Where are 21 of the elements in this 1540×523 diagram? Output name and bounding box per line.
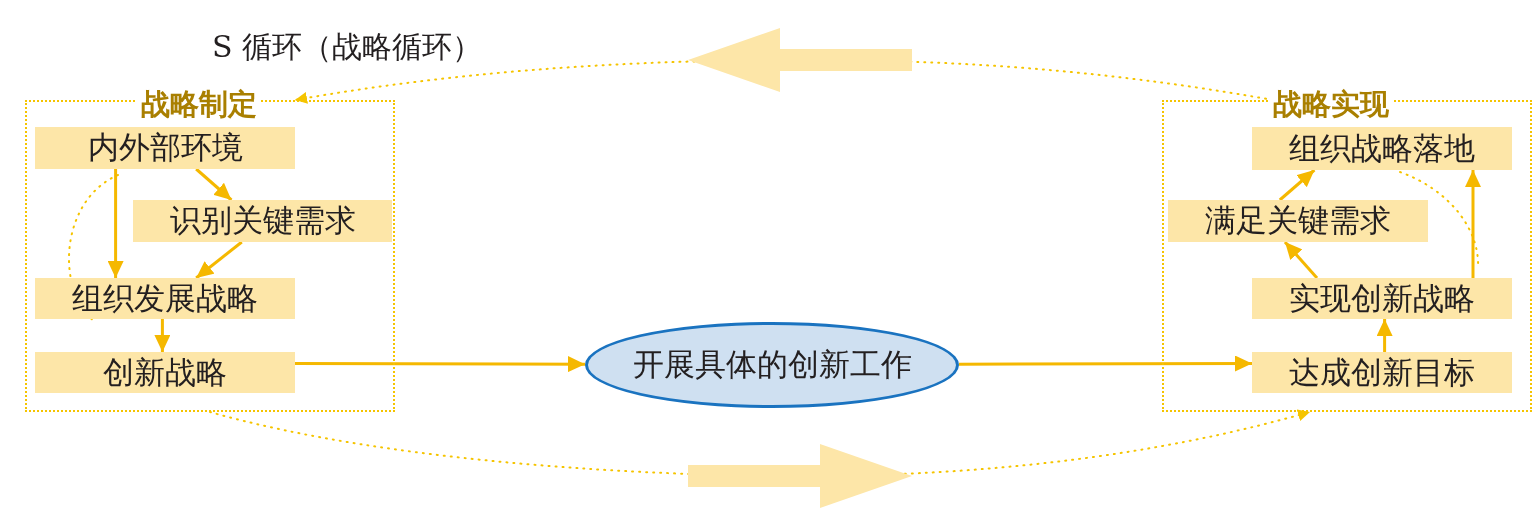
process-ellipse: 开展具体的创新工作 — [585, 322, 959, 408]
cycle-arrow — [209, 409, 1311, 508]
cycle-label: S 循环（战略循环） — [212, 28, 483, 66]
arrow — [1278, 168, 1316, 202]
arrow — [107, 169, 124, 278]
process-box: 达成创新目标 — [1252, 352, 1512, 393]
arrow — [195, 167, 233, 202]
process-box: 组织战略落地 — [1252, 127, 1512, 170]
process-box: 识别关键需求 — [133, 200, 392, 242]
arrow — [1465, 170, 1481, 278]
process-box: 满足关键需求 — [1168, 200, 1428, 242]
arrow — [1376, 319, 1393, 352]
process-box: 组织发展战略 — [35, 278, 295, 319]
arrow — [1283, 241, 1319, 279]
arrow — [295, 356, 585, 373]
process-box: 创新战略 — [35, 352, 295, 393]
arrow — [154, 319, 171, 352]
arrow — [195, 240, 243, 280]
process-box: 实现创新战略 — [1252, 278, 1512, 319]
arrow — [959, 355, 1252, 372]
process-box: 内外部环境 — [35, 127, 295, 169]
